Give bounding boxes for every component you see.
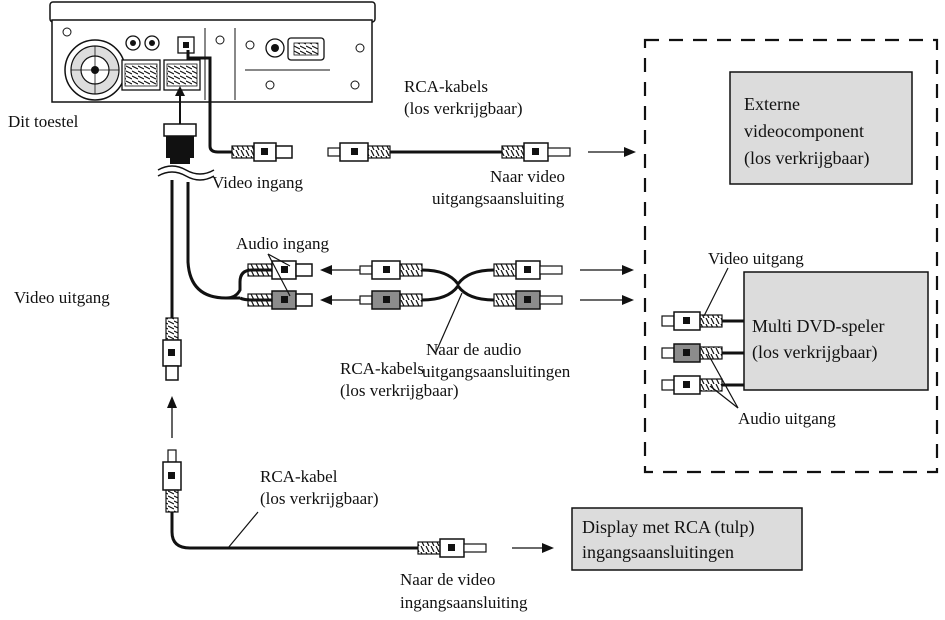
plug-video-input bbox=[231, 142, 293, 162]
dvd-leader-lines bbox=[703, 267, 739, 409]
plug-audio-input-white bbox=[247, 260, 313, 280]
rca-cable-middle bbox=[359, 260, 634, 310]
label-audio-output-right: Audio uitgang bbox=[738, 409, 836, 428]
box-external-video-line2: videocomponent bbox=[744, 121, 864, 141]
label-to-video-input-1: Naar de video bbox=[400, 570, 495, 589]
label-unit: Dit toestel bbox=[8, 112, 79, 131]
box-external-video-line3: (los verkrijgbaar) bbox=[744, 148, 869, 169]
label-video-output-right: Video uitgang bbox=[708, 249, 804, 268]
label-to-video-input-2: ingangsaansluiting bbox=[400, 593, 528, 612]
label-video-input: Video ingang bbox=[212, 173, 304, 192]
box-display-line1: Display met RCA (tulp) bbox=[582, 517, 755, 538]
dvd-plug-audio-white bbox=[661, 375, 744, 395]
unit-cables bbox=[157, 50, 232, 300]
box-external-video-line1: Externe bbox=[744, 94, 800, 114]
box-dvd-player-line2: (los verkrijgbaar) bbox=[752, 342, 877, 363]
box-display-line2: ingangsaansluitingen bbox=[582, 542, 734, 562]
label-video-output-left: Video uitgang bbox=[14, 288, 110, 307]
dvd-plug-video-out bbox=[661, 311, 744, 331]
plug-video-output-left bbox=[162, 300, 182, 438]
label-to-audio-outputs-2: uitgangsaansluitingen bbox=[422, 362, 571, 381]
label-audio-input: Audio ingang bbox=[236, 234, 330, 253]
label-rca-cables-top-1: RCA-kabels bbox=[404, 77, 488, 96]
external-components-boundary bbox=[643, 38, 939, 474]
arrows-audio-left bbox=[320, 265, 360, 305]
label-to-video-output-2: uitgangsaansluiting bbox=[432, 189, 565, 208]
box-external-video: Externe videocomponent (los verkrijgbaar… bbox=[729, 71, 913, 185]
box-display: Display met RCA (tulp) ingangsaansluitin… bbox=[571, 507, 803, 571]
label-to-audio-outputs-1: Naar de audio bbox=[426, 340, 521, 359]
rca-cable-bottom bbox=[162, 449, 554, 558]
box-dvd-player-line1: Multi DVD-speler bbox=[752, 316, 884, 336]
fan-icon bbox=[64, 39, 126, 101]
label-rca-cables-mid-2: (los verkrijgbaar) bbox=[340, 381, 458, 400]
leader-lines bbox=[227, 253, 463, 549]
rca-cable-top bbox=[327, 142, 636, 162]
label-rca-cable-bottom-2: (los verkrijgbaar) bbox=[260, 489, 378, 508]
label-rca-cables-mid-1: RCA-kabels bbox=[340, 359, 424, 378]
plug-audio-input-gray bbox=[247, 290, 313, 310]
box-dvd-player: Multi DVD-speler (los verkrijgbaar) bbox=[743, 271, 929, 391]
label-to-video-output-1: Naar video bbox=[490, 167, 565, 186]
head-unit bbox=[49, 1, 376, 103]
dvd-plug-audio-gray bbox=[661, 343, 744, 363]
label-rca-cable-bottom-1: RCA-kabel bbox=[260, 467, 338, 486]
label-rca-cables-top-2: (los verkrijgbaar) bbox=[404, 99, 522, 118]
